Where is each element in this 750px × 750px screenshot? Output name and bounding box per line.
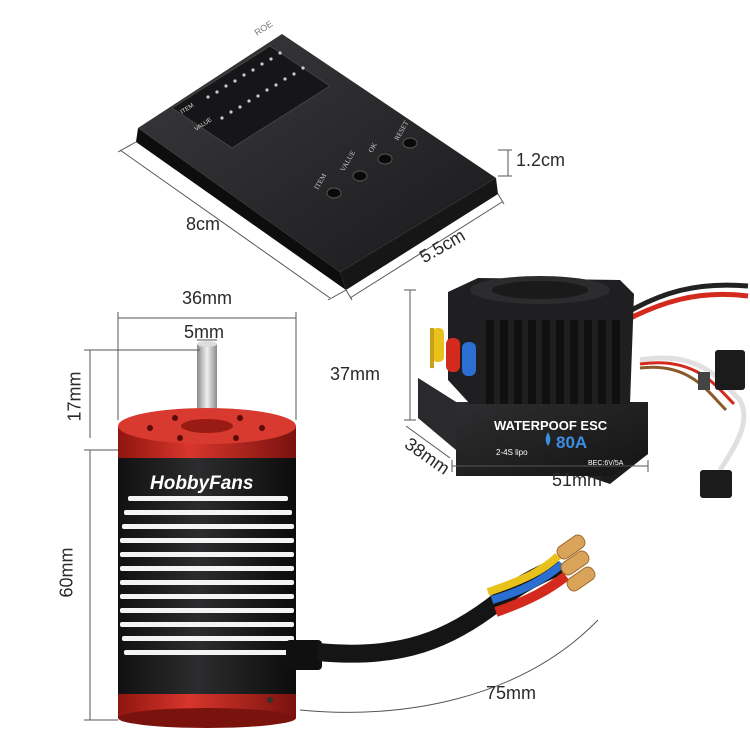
program-card: ITEM VALUE ROE ITEM VALUE OK RESET xyxy=(136,19,498,290)
card-height-label: 1.2cm xyxy=(516,150,566,170)
motor-wire-length-label: 75mm xyxy=(486,683,537,703)
esc-cells: 2-4S lipo xyxy=(496,448,528,457)
esc-bec: BEC:6V/5A xyxy=(588,460,624,467)
motor-brand: HobbyFans xyxy=(150,473,253,494)
card-button-reset[interactable] xyxy=(402,137,418,149)
water-drop-icon xyxy=(545,432,551,446)
card-button-label-ok: OK xyxy=(367,141,379,154)
esc-unit: WATERPOOF ESC 80A 2-4S lipo BEC:6V/5A xyxy=(418,276,749,498)
card-buttons xyxy=(326,137,418,199)
card-brand: ROE xyxy=(253,19,275,38)
esc-height-label: 37mm xyxy=(330,364,381,384)
esc-current: 80A xyxy=(556,433,587,452)
card-button-value[interactable] xyxy=(352,170,368,182)
card-button-item[interactable] xyxy=(326,187,342,199)
motor-body-length-label: 60mm xyxy=(56,547,77,598)
card-button-ok[interactable] xyxy=(377,153,393,165)
brushless-motor: HobbyFans xyxy=(118,341,596,728)
card-dimension-lines xyxy=(117,141,512,301)
motor-shaft-label: 5mm xyxy=(184,322,224,342)
esc-title: WATERPOOF ESC xyxy=(494,418,608,433)
motor-dimension-lines xyxy=(84,312,599,721)
esc-dimension-lines xyxy=(404,289,649,472)
motor-shaft-length-label: 17mm xyxy=(64,371,85,422)
card-length-label: 8cm xyxy=(186,214,221,234)
esc-width-label: 51mm xyxy=(552,470,603,490)
motor-diameter-label: 36mm xyxy=(182,288,233,308)
